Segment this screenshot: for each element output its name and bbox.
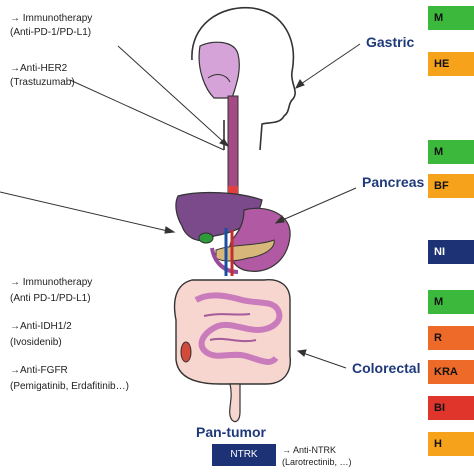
appendix: [180, 341, 192, 363]
trastuzumab-label: (Trastuzumab): [10, 77, 75, 88]
ivosidenib-label: (Ivosidenib): [10, 337, 62, 348]
ntrk-box: NTRK: [212, 444, 276, 466]
colorectal-badge-3: KRA: [428, 360, 474, 384]
anti-ntrk-label: → Anti-NTRK: [282, 445, 337, 455]
rectum: [229, 383, 241, 423]
idh-label: →Anti-IDH1/2: [10, 321, 72, 332]
pancreas-badge-3: NI: [428, 240, 474, 264]
liver: [175, 191, 263, 241]
immunotherapy-label-top: → Immunotherapy: [10, 13, 93, 24]
gastric-label: Gastric: [366, 34, 415, 50]
gastric-badge-2: HE: [428, 52, 474, 76]
fgfr-drugs-label: (Pemigatinib, Erdafitinib…): [10, 381, 129, 392]
pd1-label-bottom: (Anti PD-1/PD-L1): [10, 293, 91, 304]
colorectal-badge-1: M: [428, 290, 474, 314]
oral-cavity: [198, 41, 240, 99]
pancreas-badge-1: M: [428, 140, 474, 164]
fgfr-label: →Anti-FGFR: [10, 365, 68, 376]
esophagus: [227, 95, 239, 197]
pan-tumor-label: Pan-tumor: [196, 424, 266, 440]
pancreas-badge-2: BF: [428, 174, 474, 198]
pd1-label-top: (Anti-PD-1/PD-L1): [10, 27, 92, 38]
her2-label: →Anti-HER2: [10, 63, 68, 74]
gastric-badge-1: M: [428, 6, 474, 30]
colorectal-label: Colorectal: [352, 360, 421, 376]
small-intestine: [194, 292, 283, 365]
immunotherapy-label-bottom: → Immunotherapy: [10, 277, 93, 288]
pancreas-label: Pancreas: [362, 174, 425, 190]
gallbladder: [198, 232, 214, 244]
ntrk-drugs-label: (Larotrectinib, …): [282, 457, 352, 467]
colorectal-badge-2: R: [428, 326, 474, 350]
colorectal-badge-4: BI: [428, 396, 474, 420]
colorectal-badge-5: H: [428, 432, 474, 456]
